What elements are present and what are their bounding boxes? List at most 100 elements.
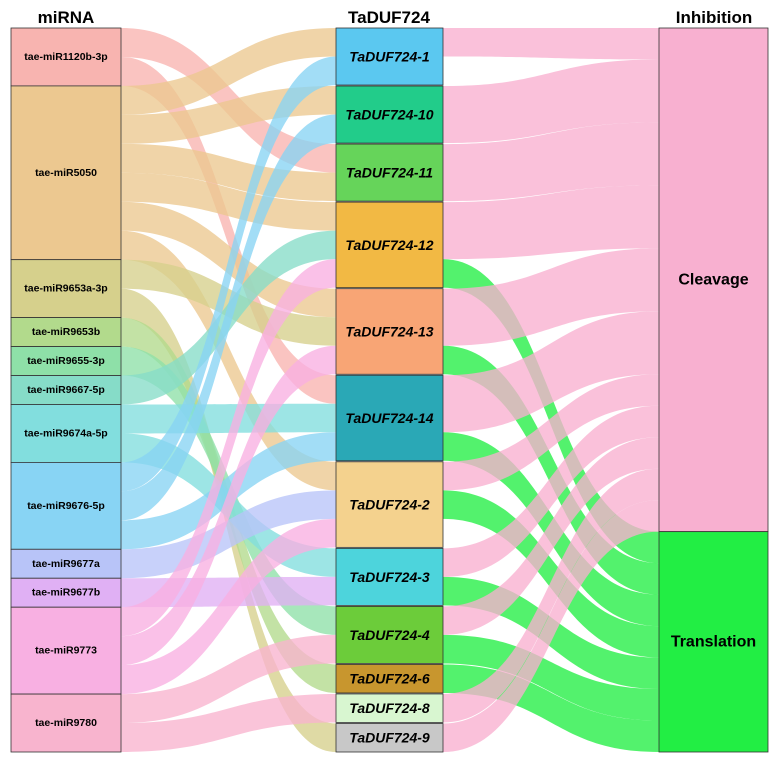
mirna-node-bar xyxy=(10,85,122,261)
link-mirna-gene-tae-mir9676-5p-to-taduf724-14 xyxy=(121,432,336,550)
link-gene-inhibition-taduf724-12-to-cleavage xyxy=(443,185,659,260)
mirna-node-label: tae-miR9674a-5p xyxy=(24,427,107,439)
link-mirna-gene-tae-mir9780-to-taduf724-8 xyxy=(121,693,336,752)
mirna-node-bar xyxy=(10,375,122,405)
gene-node-taduf724-3: TaDUF724-3 xyxy=(335,547,444,606)
gene-node-taduf724-2: TaDUF724-2 xyxy=(335,461,444,548)
link-gene-inhibition-taduf724-8-to-cleavage xyxy=(443,468,659,723)
gene-node-label: TaDUF724-3 xyxy=(349,569,430,585)
gene-node-bar xyxy=(335,461,444,548)
gene-node-label: TaDUF724-8 xyxy=(349,700,430,716)
gene-node-label: TaDUF724-9 xyxy=(349,730,430,746)
link-mirna-gene-tae-mir5050-to-taduf724-12 xyxy=(121,172,336,231)
inhibition-node-translation: Translation xyxy=(658,531,769,753)
mirna-node-label: tae-miR9653b xyxy=(32,326,100,338)
gene-node-taduf724-11: TaDUF724-11 xyxy=(335,143,444,202)
gene-node-taduf724-1: TaDUF724-1 xyxy=(335,27,444,86)
gene-node-taduf724-12: TaDUF724-12 xyxy=(335,201,444,289)
gene-node-taduf724-8: TaDUF724-8 xyxy=(335,693,444,723)
link-gene-inhibition-taduf724-2-to-cleavage xyxy=(443,374,659,491)
mirna-node-tae-mir9653a-3p: tae-miR9653a-3p xyxy=(10,259,122,318)
gene-node-taduf724-9: TaDUF724-9 xyxy=(335,723,444,753)
inhibition-node-bar xyxy=(658,27,769,533)
gene-node-label: TaDUF724-6 xyxy=(349,671,430,687)
mirna-node-label: tae-miR9676-5p xyxy=(27,500,105,512)
link-gene-inhibition-taduf724-13-to-cleavage xyxy=(443,248,659,346)
link-mirna-gene-tae-mir5050-to-taduf724-1 xyxy=(121,28,336,115)
inhibition-node-label: Translation xyxy=(671,633,756,650)
mirna-node-tae-mir9677b: tae-miR9677b xyxy=(10,577,122,608)
link-mirna-gene-tae-mir9773-to-taduf724-2 xyxy=(121,518,336,695)
link-mirna-gene-tae-mir9780-to-taduf724-4 xyxy=(121,634,336,724)
link-gene-inhibition-taduf724-1-to-cleavage xyxy=(443,28,659,60)
mirna-node-tae-mir9674a-5p: tae-miR9674a-5p xyxy=(10,404,122,463)
gene-node-label: TaDUF724-4 xyxy=(349,627,430,643)
gene-node-label: TaDUF724-12 xyxy=(345,237,433,253)
gene-node-bar xyxy=(335,723,444,753)
column-title-mirna: miRNA xyxy=(38,8,95,27)
gene-node-bar xyxy=(335,85,444,144)
column-title-gene: TaDUF724 xyxy=(348,8,430,27)
link-mirna-gene-tae-mir5050-to-taduf724-11 xyxy=(121,143,336,202)
link-mirna-gene-tae-mir9773-to-taduf724-12 xyxy=(121,259,336,637)
mirna-node-tae-mir9667-5p: tae-miR9667-5p xyxy=(10,375,122,405)
link-mirna-gene-tae-mir5050-to-taduf724-2 xyxy=(121,230,336,491)
link-gene-inhibition-taduf724-4-to-cleavage xyxy=(443,437,659,635)
gene-node-bar xyxy=(335,288,444,375)
inhibition-node-bar xyxy=(658,531,769,753)
gene-node-bar xyxy=(335,693,444,723)
link-gene-inhibition-taduf724-9-to-cleavage xyxy=(443,500,659,752)
gene-node-label: TaDUF724-11 xyxy=(346,165,433,181)
mirna-node-bar xyxy=(10,259,122,318)
mirna-node-tae-mir9655-3p: tae-miR9655-3p xyxy=(10,346,122,376)
link-gene-inhibition-taduf724-12-to-translation xyxy=(443,259,659,564)
gene-node-taduf724-6: TaDUF724-6 xyxy=(335,664,444,694)
mirna-node-bar xyxy=(10,577,122,608)
gene-node-bar xyxy=(335,374,444,462)
mirna-node-label: tae-miR9677b xyxy=(32,587,100,599)
gene-node-bar xyxy=(335,606,444,664)
nodes-layer: tae-miR1120b-3p tae-miR5050 tae-miR9653a-3… xyxy=(10,27,769,753)
mirna-node-label: tae-miR9653a-3p xyxy=(24,283,107,295)
mirna-node-tae-mir9677a: tae-miR9677a xyxy=(10,548,122,579)
mirna-node-label: tae-miR1120b-3p xyxy=(24,51,107,63)
mirna-node-tae-mir1120b-3p: tae-miR1120b-3p xyxy=(10,27,122,87)
inhibition-node-label: Cleavage xyxy=(678,271,748,288)
mirna-node-bar xyxy=(10,317,122,347)
mirna-node-bar xyxy=(10,693,122,753)
mirna-node-tae-mir9773: tae-miR9773 xyxy=(10,606,122,695)
link-mirna-gene-tae-mir1120b-3p-to-taduf724-11 xyxy=(121,28,336,173)
mirna-node-bar xyxy=(10,548,122,579)
mirna-node-label: tae-miR5050 xyxy=(35,167,97,179)
link-gene-inhibition-taduf724-11-to-cleavage xyxy=(443,122,659,202)
gene-node-label: TaDUF724-14 xyxy=(345,410,433,426)
gene-node-taduf724-14: TaDUF724-14 xyxy=(335,374,444,462)
gene-node-taduf724-13: TaDUF724-13 xyxy=(335,288,444,375)
gene-node-label: TaDUF724-1 xyxy=(349,49,430,65)
mirna-node-bar xyxy=(10,27,122,87)
mirna-node-label: tae-miR9655-3p xyxy=(27,355,105,367)
column-title-inhibition: Inhibition xyxy=(676,8,752,27)
link-mirna-gene-tae-mir9674a-5p-to-taduf724-14 xyxy=(121,403,336,434)
gene-node-taduf724-10: TaDUF724-10 xyxy=(335,85,444,144)
gene-node-bar xyxy=(335,143,444,202)
link-mirna-gene-tae-mir1120b-3p-to-taduf724-14 xyxy=(121,56,336,404)
link-gene-inhibition-taduf724-2-to-translation xyxy=(443,490,659,658)
mirna-node-label: tae-miR9773 xyxy=(35,645,97,657)
link-mirna-gene-tae-mir9677a-to-taduf724-2 xyxy=(121,490,336,579)
mirna-node-bar xyxy=(10,404,122,463)
mirna-node-label: tae-miR9780 xyxy=(35,717,97,729)
link-gene-inhibition-taduf724-14-to-cleavage xyxy=(443,311,659,433)
link-mirna-gene-tae-mir9676-5p-to-taduf724-1 xyxy=(121,56,336,492)
mirna-node-tae-mir9653b: tae-miR9653b xyxy=(10,317,122,347)
links-layer xyxy=(121,28,659,752)
gene-node-bar xyxy=(335,664,444,694)
mirna-node-bar xyxy=(10,606,122,695)
mirna-node-label: tae-miR9677a xyxy=(32,558,100,570)
link-gene-inhibition-taduf724-13-to-translation xyxy=(443,345,659,595)
gene-node-bar xyxy=(335,201,444,289)
link-gene-inhibition-taduf724-3-to-cleavage xyxy=(443,405,659,577)
link-gene-inhibition-taduf724-4-to-translation xyxy=(443,634,659,721)
mirna-node-bar xyxy=(10,461,122,550)
